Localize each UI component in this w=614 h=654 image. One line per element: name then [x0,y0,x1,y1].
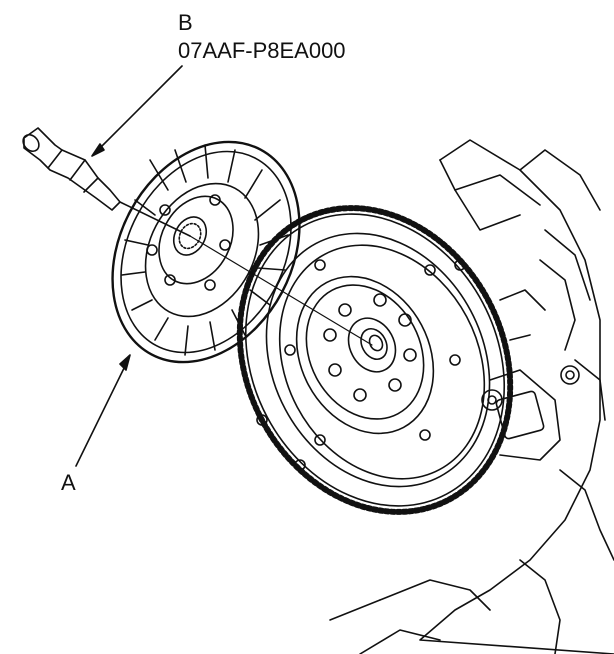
alignment-tool [22,127,191,237]
callout-b-letter: B [178,10,193,35]
engine-housing [329,139,614,654]
leader-lines [75,65,373,467]
callout-b-part-number: 07AAF-P8EA000 [178,38,346,63]
flywheel [236,205,514,515]
callout-a-letter: A [61,470,76,495]
clutch-disc [111,140,301,364]
